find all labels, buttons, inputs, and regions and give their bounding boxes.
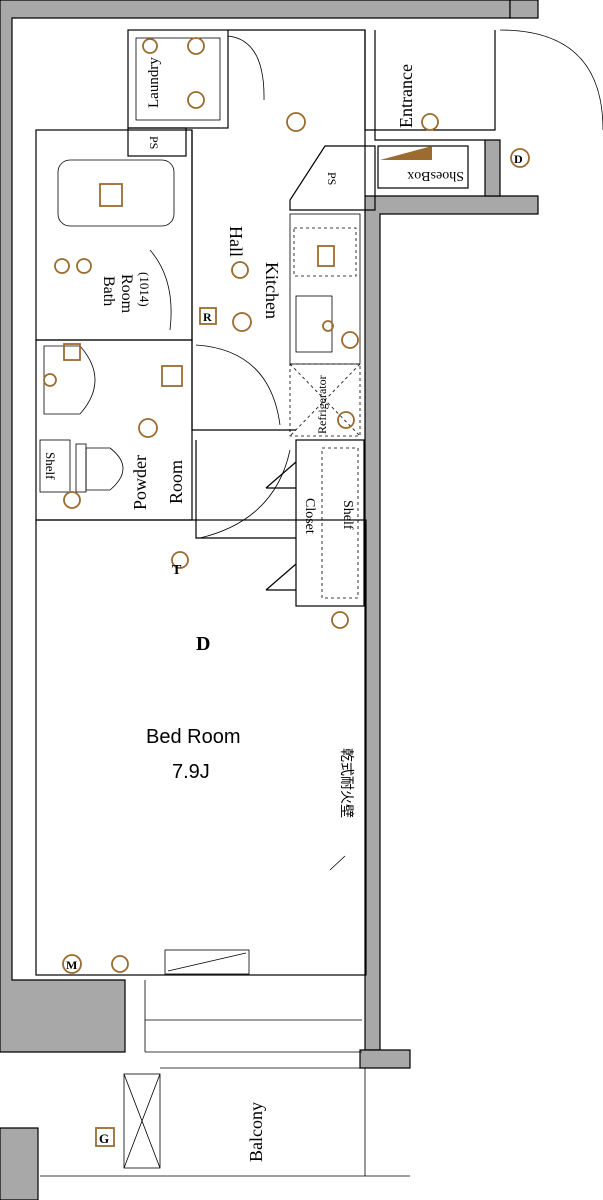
closet-outline — [295, 439, 365, 607]
balcony-outline — [40, 1067, 410, 1177]
cable-d-label: D — [196, 633, 210, 655]
left-wall-balcony — [0, 1127, 39, 1200]
outlet-icon — [331, 611, 349, 629]
ps-lower-box — [289, 145, 376, 211]
light-icon — [187, 37, 205, 55]
fan-icon — [99, 183, 123, 207]
fire-wall-note: 乾式耐火壁 — [339, 748, 355, 818]
sink-tap-icon — [322, 320, 334, 332]
kitchen-stove-box — [293, 227, 357, 277]
balcony-label: Balcony — [246, 1102, 266, 1162]
utility-symbols — [43, 37, 530, 1147]
faucet-icon — [54, 258, 70, 274]
kitchen-label: Kitchen — [262, 262, 282, 319]
kitchen-counter — [289, 213, 361, 365]
basin — [43, 345, 96, 415]
outlet-icon — [171, 551, 189, 569]
laundry-door-arc — [227, 35, 265, 101]
powder-shelf-label: Shelf — [43, 452, 58, 480]
switch-icon — [63, 343, 81, 361]
balcony-unit-x — [123, 1073, 161, 1169]
bedroom-name: Bed Room — [146, 726, 241, 748]
outlet-t-label: T — [172, 563, 182, 578]
powder-room-name2: Room — [166, 460, 186, 504]
closet-door-arrows — [265, 461, 297, 591]
bedroom-storage-diag — [167, 952, 247, 972]
closet-label: Closet — [302, 498, 317, 534]
hall-label: Hall — [226, 226, 246, 257]
outlet-icon — [63, 491, 81, 509]
faucet-icon — [76, 258, 92, 274]
shoesbox-label: ShoesBox — [407, 168, 464, 183]
stove-icon — [317, 245, 335, 267]
right-wall-lower — [359, 1049, 411, 1069]
closet-shelf-inner — [321, 447, 359, 599]
top-interior — [228, 29, 496, 131]
refrigerator-x — [289, 363, 361, 437]
entrance-label: Entrance — [396, 64, 416, 128]
light-icon — [421, 113, 439, 131]
laundry-inner — [135, 37, 221, 121]
outlet-icon — [341, 331, 359, 349]
top-right-wall-stub — [509, 0, 539, 19]
left-wall — [0, 0, 511, 1053]
fire-wall-leader — [329, 855, 346, 871]
outlet-icon — [337, 411, 355, 429]
ps-upper-label: PS — [147, 136, 161, 149]
bathroom-name2: Room — [118, 274, 135, 314]
bedroom-outline — [35, 519, 367, 976]
light-icon — [138, 418, 158, 438]
kitchen-sink-box — [295, 295, 333, 353]
closet-shelf-label: Shelf — [340, 500, 355, 530]
powder-room-name: Powder — [130, 455, 150, 510]
light-icon — [286, 112, 306, 132]
meter-mark-label: M — [66, 958, 77, 972]
intercom-icon — [43, 373, 57, 387]
bedroom-size: 7.9J — [172, 761, 210, 783]
refrigerator-mark-label: R — [203, 310, 212, 324]
window-frame — [144, 980, 362, 1053]
doorbell-d-label: D — [514, 152, 523, 166]
bathtub — [57, 159, 175, 227]
toilet-bowl — [85, 447, 124, 491]
entrance-door-arc — [499, 29, 603, 131]
symbol-labels: R D D G M T — [66, 152, 523, 1146]
hall-partition — [191, 130, 296, 539]
doorbell-icon — [510, 148, 530, 168]
powder-shelf-box — [39, 439, 71, 493]
refrigerator-label: Refrigerator — [315, 375, 329, 434]
shoesbox-outline — [377, 145, 469, 189]
bath-door-arc — [149, 249, 172, 331]
outlet-icon — [111, 955, 129, 973]
ps-lower-label: PS — [325, 172, 339, 185]
light-icon — [187, 91, 205, 109]
gas-mark-label: G — [99, 1131, 109, 1146]
balcony-unit — [123, 1073, 161, 1169]
refrigerator-outlet-icon — [199, 307, 217, 325]
room-labels: Bed Room 7.9J Hall Kitchen Bath Room (10… — [43, 57, 464, 1162]
powder-door-arc — [195, 344, 281, 426]
right-wall-upper — [364, 195, 539, 1051]
interior-lines — [35, 29, 603, 1177]
right-wall-notch — [484, 139, 501, 197]
exterior-walls — [0, 0, 539, 1200]
closet-door-arc — [199, 449, 291, 539]
toilet-tank — [75, 443, 87, 493]
meter-icon — [62, 954, 82, 974]
bathroom-name: Bath — [100, 276, 117, 306]
shoesbox-mark — [380, 146, 432, 160]
fan-icon — [161, 365, 183, 387]
bedroom-storage — [164, 949, 250, 975]
refrigerator-box — [289, 363, 361, 437]
gas-icon — [95, 1127, 115, 1147]
entrance-box — [364, 30, 485, 196]
ps-upper-box — [127, 127, 187, 157]
outlet-icon — [231, 261, 249, 279]
bathroom-size: (1014) — [137, 272, 152, 307]
laundry-label: Laundry — [146, 57, 162, 108]
light-icon — [232, 312, 252, 332]
light-icon — [142, 38, 158, 54]
